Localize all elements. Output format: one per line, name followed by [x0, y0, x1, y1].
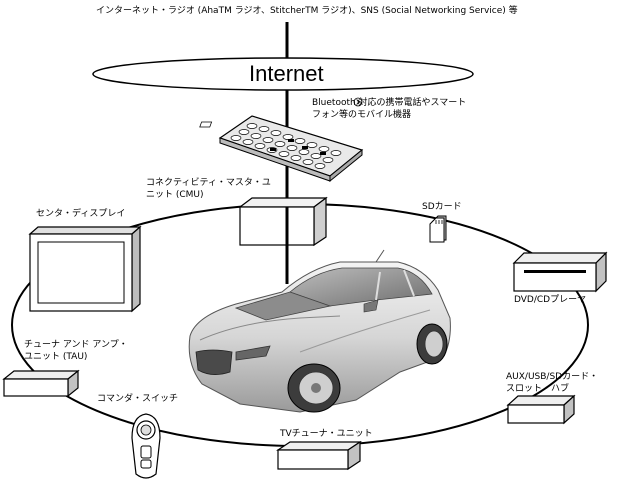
- aux-hub-label-line1: AUX/USB/SDカード・: [506, 372, 599, 382]
- tau-label-line1: チューナ アンド アンプ・: [24, 340, 128, 350]
- tv-tuner-box: [276, 440, 362, 471]
- sd-card-label: SDカード: [422, 202, 462, 212]
- center-display-label: センタ・ディスプレイ: [36, 209, 126, 219]
- car-image: [188, 249, 451, 413]
- internet-ellipse: [92, 57, 474, 91]
- bluetooth-icon: [353, 97, 363, 107]
- cmu-box: [238, 196, 328, 247]
- center-display-icon: [28, 225, 142, 313]
- commander-switch-icon: [131, 413, 161, 479]
- mobile-device-icon: [199, 115, 364, 183]
- tau-box: [2, 369, 80, 398]
- dvd-label: DVD/CDプレーヤ: [514, 295, 587, 305]
- aux-hub-box: [506, 394, 576, 425]
- aux-hub-label-line2: スロット・ハブ: [506, 384, 570, 394]
- cmu-label-line1: コネクティビティ・マスタ・ユ: [146, 178, 271, 188]
- mobile-label-line1: Bluetooth 対応の携帯電話やスマート: [312, 98, 467, 108]
- cmu-label-line2: ニット (CMU): [146, 190, 204, 200]
- commander-label: コマンダ・スイッチ: [97, 394, 179, 404]
- dvd-player-icon: [512, 251, 608, 293]
- mobile-label-line2: フォン等のモバイル機器: [312, 110, 412, 120]
- sd-card-icon: [429, 215, 447, 243]
- tau-label-line2: ユニット (TAU): [24, 352, 88, 362]
- internet-label: Internet: [249, 61, 324, 86]
- top-caption: インターネット・ラジオ (AhaTM ラジオ、StitcherTM ラジオ)、S…: [96, 6, 518, 16]
- tv-tuner-label: TVチューナ・ユニット: [280, 429, 373, 439]
